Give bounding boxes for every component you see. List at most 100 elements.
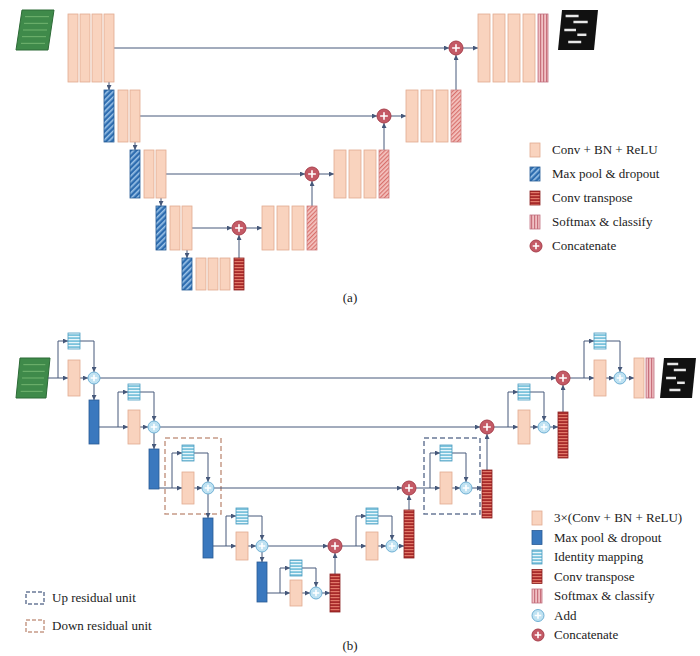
legend-swatch bbox=[530, 191, 540, 205]
flow-line bbox=[487, 434, 488, 470]
flow-line bbox=[452, 488, 460, 489]
pattern-swatch bbox=[532, 570, 542, 584]
flow-line bbox=[463, 48, 478, 49]
conv-block bbox=[80, 14, 90, 82]
input-image bbox=[16, 358, 50, 398]
flow-line bbox=[584, 378, 594, 379]
flow-line bbox=[161, 198, 162, 206]
plus-sign bbox=[535, 632, 542, 639]
pattern-swatch bbox=[532, 531, 542, 545]
conv-block bbox=[220, 258, 230, 290]
legend-swatch bbox=[532, 629, 544, 641]
mask-stroke bbox=[669, 389, 680, 392]
flow-line bbox=[378, 516, 392, 540]
flow-line bbox=[322, 593, 330, 594]
concat-symbol bbox=[532, 629, 544, 641]
maxpool-block bbox=[130, 150, 140, 198]
image-texture bbox=[21, 43, 45, 44]
flow-line bbox=[398, 546, 404, 547]
flow-line bbox=[94, 384, 95, 400]
pattern-swatch bbox=[532, 550, 542, 564]
flow-line bbox=[570, 378, 584, 379]
softmax-block bbox=[538, 14, 548, 82]
flow-line bbox=[213, 546, 226, 547]
flow-line bbox=[118, 427, 128, 428]
pattern-swatch bbox=[532, 589, 542, 603]
plus-sign bbox=[617, 375, 624, 382]
legend-swatch bbox=[532, 550, 542, 564]
flow-line bbox=[312, 181, 313, 206]
dashed-swatch bbox=[26, 592, 44, 604]
conv-block bbox=[68, 360, 80, 396]
conv-block bbox=[436, 90, 448, 142]
flow-line bbox=[508, 427, 518, 428]
flow-line bbox=[416, 488, 430, 489]
color-swatch bbox=[530, 143, 540, 157]
flow-line bbox=[226, 516, 236, 546]
output-mask bbox=[558, 10, 598, 50]
input-image bbox=[16, 10, 54, 50]
flow-line bbox=[342, 546, 356, 547]
conv-transpose-block bbox=[558, 412, 568, 458]
mask-stroke bbox=[666, 377, 676, 380]
identity-block bbox=[440, 445, 452, 461]
mask-stroke bbox=[677, 382, 685, 385]
flow-line bbox=[530, 427, 538, 428]
identity-block bbox=[366, 508, 378, 524]
plus-sign bbox=[463, 485, 470, 492]
maxpool-block bbox=[257, 562, 267, 602]
plus-sign bbox=[91, 375, 98, 382]
conv-block bbox=[594, 360, 606, 396]
conv-block bbox=[182, 206, 192, 250]
legend-swatch bbox=[26, 620, 44, 632]
flow-line bbox=[248, 516, 262, 540]
conv-block bbox=[182, 472, 194, 504]
conv-block bbox=[170, 206, 180, 250]
plus-sign bbox=[151, 424, 158, 431]
flow-line bbox=[135, 142, 136, 150]
concat-symbol bbox=[377, 109, 391, 123]
conv-block bbox=[236, 532, 248, 560]
conv-block bbox=[478, 14, 490, 82]
conv-block bbox=[104, 14, 114, 82]
flow-line bbox=[378, 546, 386, 547]
add-symbol bbox=[532, 610, 544, 622]
image-texture bbox=[23, 371, 45, 372]
flow-line bbox=[452, 453, 466, 482]
conv-block bbox=[68, 14, 78, 82]
flow-line bbox=[280, 568, 290, 593]
maxpool-block bbox=[203, 518, 213, 558]
legend-swatch bbox=[530, 240, 542, 252]
flow-line bbox=[100, 378, 556, 379]
conv-transpose-block bbox=[451, 90, 461, 142]
plus-sign bbox=[259, 543, 266, 550]
flow-line bbox=[248, 546, 256, 547]
mask-stroke bbox=[564, 29, 576, 32]
pattern-swatch bbox=[530, 215, 540, 229]
flow-line bbox=[194, 488, 202, 489]
plus-sign bbox=[452, 44, 460, 52]
flow-line bbox=[246, 228, 262, 229]
flow-line bbox=[154, 433, 155, 449]
flow-line bbox=[192, 228, 232, 229]
mask-stroke bbox=[667, 363, 678, 366]
maxpool-block bbox=[149, 449, 159, 489]
plus-sign bbox=[313, 590, 320, 597]
conv-block bbox=[366, 532, 378, 560]
flow-line bbox=[550, 427, 558, 428]
flow-line bbox=[626, 378, 634, 379]
conv-block bbox=[634, 358, 644, 398]
conv-block bbox=[208, 258, 218, 290]
plus-sign bbox=[405, 484, 413, 492]
identity-block bbox=[128, 384, 140, 400]
concat-symbol bbox=[402, 481, 416, 495]
conv-block bbox=[277, 206, 289, 250]
plus-sign bbox=[535, 612, 542, 619]
conv-transpose-block bbox=[330, 574, 340, 612]
mask-tile bbox=[558, 10, 598, 50]
legend-swatch bbox=[26, 592, 44, 604]
legend-swatch bbox=[530, 215, 540, 229]
conv-block bbox=[406, 90, 418, 142]
image-texture bbox=[22, 378, 44, 379]
